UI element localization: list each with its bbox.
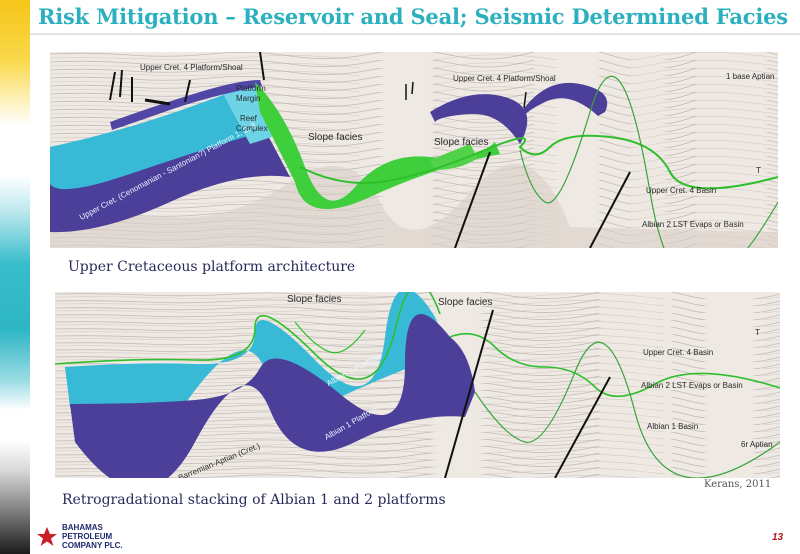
logo-line-3: COMPANY PLC. [62, 541, 123, 550]
label-uc4-platform-shoal-right: Upper Cret. 4 Platform/Shoal [453, 74, 556, 83]
seismic-section-albian: Slope facies Slope facies Albian 2 Platf… [55, 292, 780, 478]
side-color-bar [0, 0, 30, 554]
label-marker-t: T [756, 166, 761, 175]
label-slope-facies-1: Slope facies [308, 132, 363, 143]
logo-icon [37, 527, 57, 546]
slide-title: Risk Mitigation – Reservoir and Seal; Se… [38, 4, 788, 29]
seismic-section-upper-cretaceous: Upper Cret. 4 Platform/Shoal Upper Cret.… [50, 52, 778, 248]
caption-albian-stacking: Retrogradational stacking of Albian 1 an… [62, 492, 446, 508]
label-uc4-platform-shoal-left: Upper Cret. 4 Platform/Shoal [140, 63, 243, 72]
label-albian2-lst: Albian 2 LST Evaps or Basin [642, 220, 744, 229]
label-complex: Complex [236, 124, 268, 133]
label-base-aptian: 1 base Aptian [726, 72, 775, 81]
caption-upper-cretaceous: Upper Cretaceous platform architecture [68, 259, 356, 275]
logo-line-1: BAHAMAS [62, 523, 103, 532]
label-aptian: 6r Aptian [741, 440, 773, 449]
label-platform: Platform [236, 84, 266, 93]
label-marker-t: T [755, 328, 760, 337]
title-divider [30, 33, 800, 35]
label-slope-facies-2: Slope facies [438, 297, 493, 308]
source-credit: Kerans, 2011 [704, 479, 772, 490]
label-margin: Margin [236, 94, 261, 103]
label-albian1-basin: Albian 1 Basin [647, 422, 699, 431]
label-albian2-lst: Albian 2 LST Evaps or Basin [641, 381, 743, 390]
label-uc4-basin: Upper Cret. 4 Basin [646, 186, 717, 195]
company-logo: BAHAMAS PETROLEUM COMPANY PLC. [35, 523, 145, 553]
label-uc4-basin: Upper Cret. 4 Basin [643, 348, 714, 357]
logo-line-2: PETROLEUM [62, 532, 113, 541]
label-reef: Reef [240, 114, 257, 123]
label-slope-facies-2: Slope facies [434, 137, 489, 148]
label-slope-facies-1: Slope facies [287, 294, 342, 305]
page-number: 13 [772, 532, 784, 543]
